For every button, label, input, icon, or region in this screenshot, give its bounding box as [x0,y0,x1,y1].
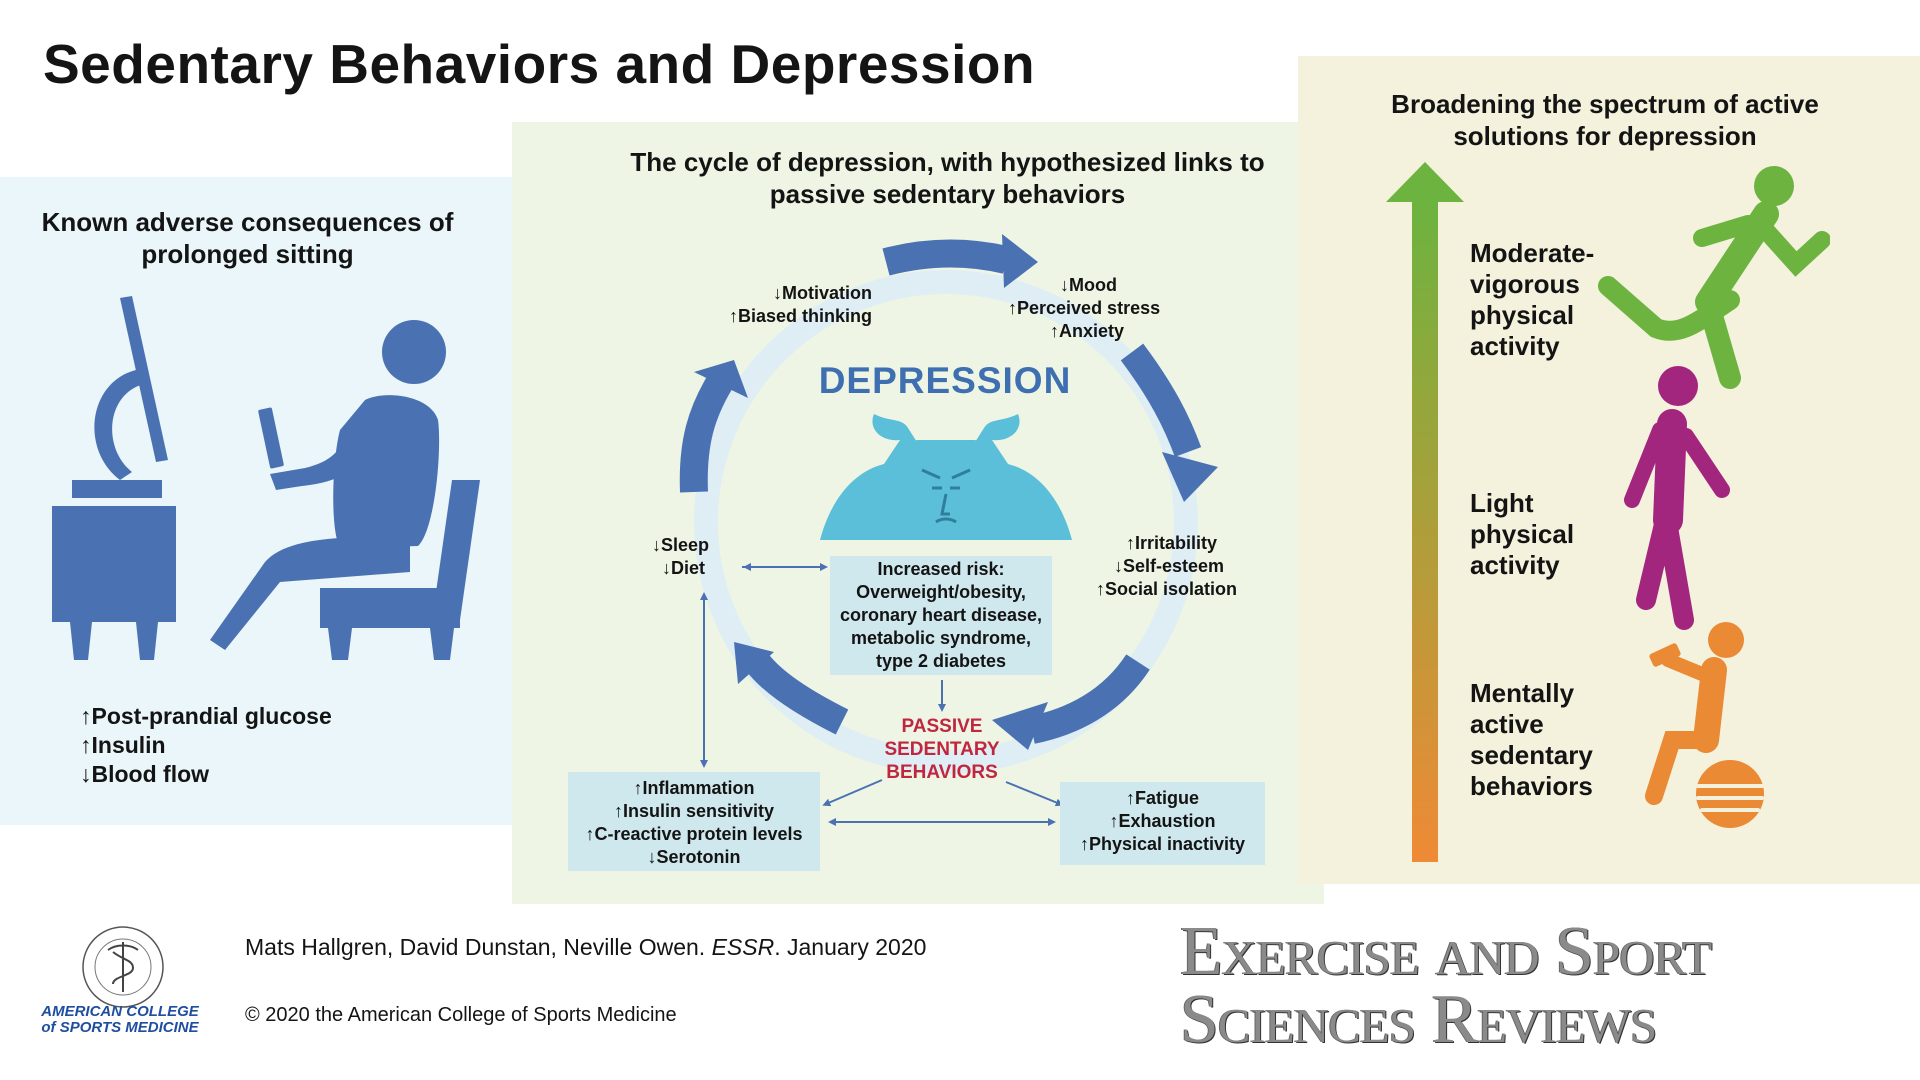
left-panel [0,177,536,825]
passive-sedentary-label: PASSIVE SEDENTARY BEHAVIORS [884,716,1000,783]
connector-passive-mech [822,779,883,807]
node-motivation-1: ↓Motivation [773,283,872,303]
fatigue-box [1060,782,1265,865]
level-light-label: Light physical activity [1470,488,1575,580]
sitting-person-illustration [52,296,480,660]
mechanism-3: ↑C-reactive protein levels [585,824,803,844]
journal-line-2: Sciences Reviews [1180,981,1657,1058]
journal-line-1: Exercise and Sport [1180,913,1712,990]
distressed-head-icon [820,414,1072,540]
chair-icon [432,480,480,620]
fatigue-1: ↑Fatigue [1125,788,1199,808]
risk-box [830,556,1052,675]
node-sleep-1: ↓Sleep [652,535,710,555]
person-head [382,320,446,384]
risk-line-4: metabolic syndrome, [850,628,1032,648]
sitting-reading-person-icon [1645,622,1764,828]
copyright: © 2020 the American College of Sports Me… [245,1004,677,1026]
level-mvpa-label: Moderate-vigorous physical activity [1470,238,1595,361]
phone-icon [258,407,284,469]
mechanism-2: ↑Insulin sensitivity [613,801,775,821]
left-item-insulin: ↑Insulin [80,732,166,758]
page-title: Sedentary Behaviors and Depression [43,33,1036,95]
risk-line-1: Increased risk: [877,559,1005,579]
acsm-line-1: AMERICAN COLLEGE [41,1003,199,1020]
journal-logo: Exercise and Sport Sciences Reviews [1180,913,1900,1058]
node-motivation-2: ↑Biased thinking [728,306,872,326]
citation: Mats Hallgren, David Dunstan, Neville Ow… [245,934,927,960]
left-item-bloodflow: ↓Blood flow [80,761,210,787]
node-irritability-3: ↑Social isolation [1096,579,1238,599]
cycle-arrow-top [882,239,1010,276]
node-irritability-2: ↓Self-esteem [1114,556,1225,576]
activity-figures [1598,166,1830,828]
left-heading: Known adverse consequences of prolonged … [41,207,454,269]
right-heading: Broadening the spectrum of active soluti… [1391,89,1819,151]
node-sleep-2: ↓Diet [662,558,706,578]
level-mental-label: Mentally active sedentary behaviors [1470,678,1593,801]
mechanism-1: ↑Inflammation [633,778,755,798]
risk-line-5: type 2 diabetes [875,651,1007,671]
depression-label: DEPRESSION [818,360,1072,401]
running-person-icon [1598,166,1830,389]
risk-line-3: coronary heart disease, [839,605,1043,625]
connector-passive-fatigue [1005,781,1064,807]
node-mood-2: ↑Perceived stress [1008,298,1161,318]
desk-icon [52,506,176,622]
middle-heading: The cycle of depression, with hypothesiz… [630,147,1265,209]
fatigue-2: ↑Exhaustion [1109,811,1216,831]
node-mood-1: ↓Mood [1060,275,1117,295]
acsm-seal-logo [82,926,164,1008]
node-mood-3: ↑Anxiety [1050,321,1125,341]
spectrum-arrow [1386,162,1464,862]
depression-cycle-diagram [679,234,1218,826]
cycle-arrow-left-bottom [745,653,849,735]
acsm-line-2: of SPORTS MEDICINE [41,1019,199,1036]
left-item-glucose: ↑Post-prandial glucose [80,703,332,729]
cycle-arrow-left [679,374,733,493]
walking-person-icon [1624,366,1730,630]
cycle-arrow-right [1120,343,1202,457]
monitor-icon [120,296,168,462]
cycle-arrow-bottom [1029,654,1150,744]
cycle-ring [694,270,1198,774]
node-irritability-1: ↑Irritability [1126,533,1218,553]
risk-line-2: Overweight/obesity, [856,582,1026,602]
mechanisms-box [568,772,820,871]
mechanism-4: ↓Serotonin [647,847,741,867]
fatigue-3: ↑Physical inactivity [1079,834,1246,854]
